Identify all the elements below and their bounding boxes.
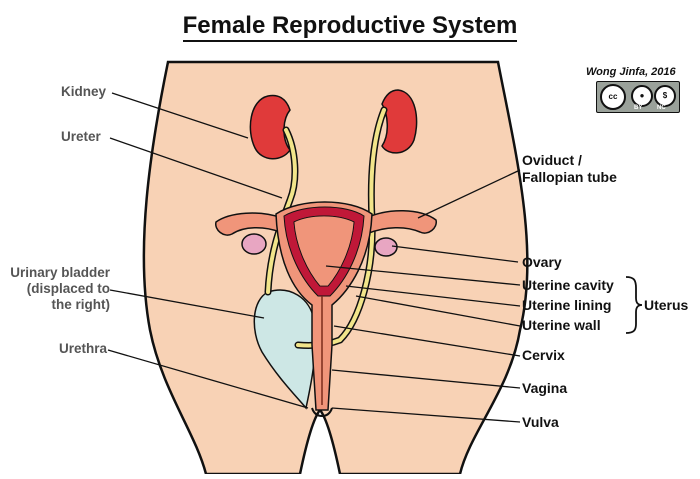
label-bladder-line2: (displaced to	[26, 281, 110, 296]
label-bladder-line1: Urinary bladder	[10, 265, 110, 280]
label-oviduct-line1: Oviduct /	[522, 152, 582, 168]
left-leader-lines	[107, 92, 309, 409]
left-ovary	[241, 233, 267, 255]
author-credit: Wong Jinfa, 2016	[586, 66, 676, 78]
label-cervix: Cervix	[522, 347, 565, 363]
page-title: Female Reproductive System	[0, 12, 700, 42]
right-ovary	[374, 237, 398, 257]
cc-license-badge: cc ● $ BY NC	[596, 81, 680, 113]
left-ureter-inner	[266, 128, 297, 294]
uterus-brace	[625, 276, 643, 334]
noncommercial-icon: $	[654, 85, 676, 107]
title-text: Female Reproductive System	[182, 12, 518, 42]
attribution-icon: ●	[631, 85, 653, 107]
label-vulva: Vulva	[522, 414, 559, 430]
left-fallopian-tube	[215, 212, 283, 236]
label-ureter: Ureter	[61, 129, 101, 144]
label-kidney: Kidney	[61, 84, 107, 99]
right-fallopian-tube	[365, 210, 437, 236]
by-label: BY	[634, 105, 643, 111]
label-bladder-line3: the right)	[51, 297, 111, 312]
label-ovary: Ovary	[522, 254, 562, 270]
label-uterus: Uterus	[644, 297, 689, 313]
label-urinary-bladder: Urinary bladder (displaced to the right)	[6, 265, 110, 313]
vulva	[311, 407, 333, 418]
label-uterine-cavity: Uterine cavity	[522, 277, 614, 293]
label-uterine-lining: Uterine lining	[522, 297, 612, 313]
uterine-cavity	[293, 215, 355, 287]
nc-label: NC	[657, 105, 666, 111]
cc-icon: cc	[600, 84, 626, 110]
right-kidney	[381, 89, 418, 154]
label-uterine-wall: Uterine wall	[522, 317, 601, 333]
label-oviduct: Oviduct / Fallopian tube	[522, 152, 617, 186]
label-urethra: Urethra	[59, 341, 108, 356]
label-oviduct-line2: Fallopian tube	[522, 169, 617, 185]
label-vagina: Vagina	[522, 380, 568, 396]
right-leader-lines	[325, 169, 521, 423]
